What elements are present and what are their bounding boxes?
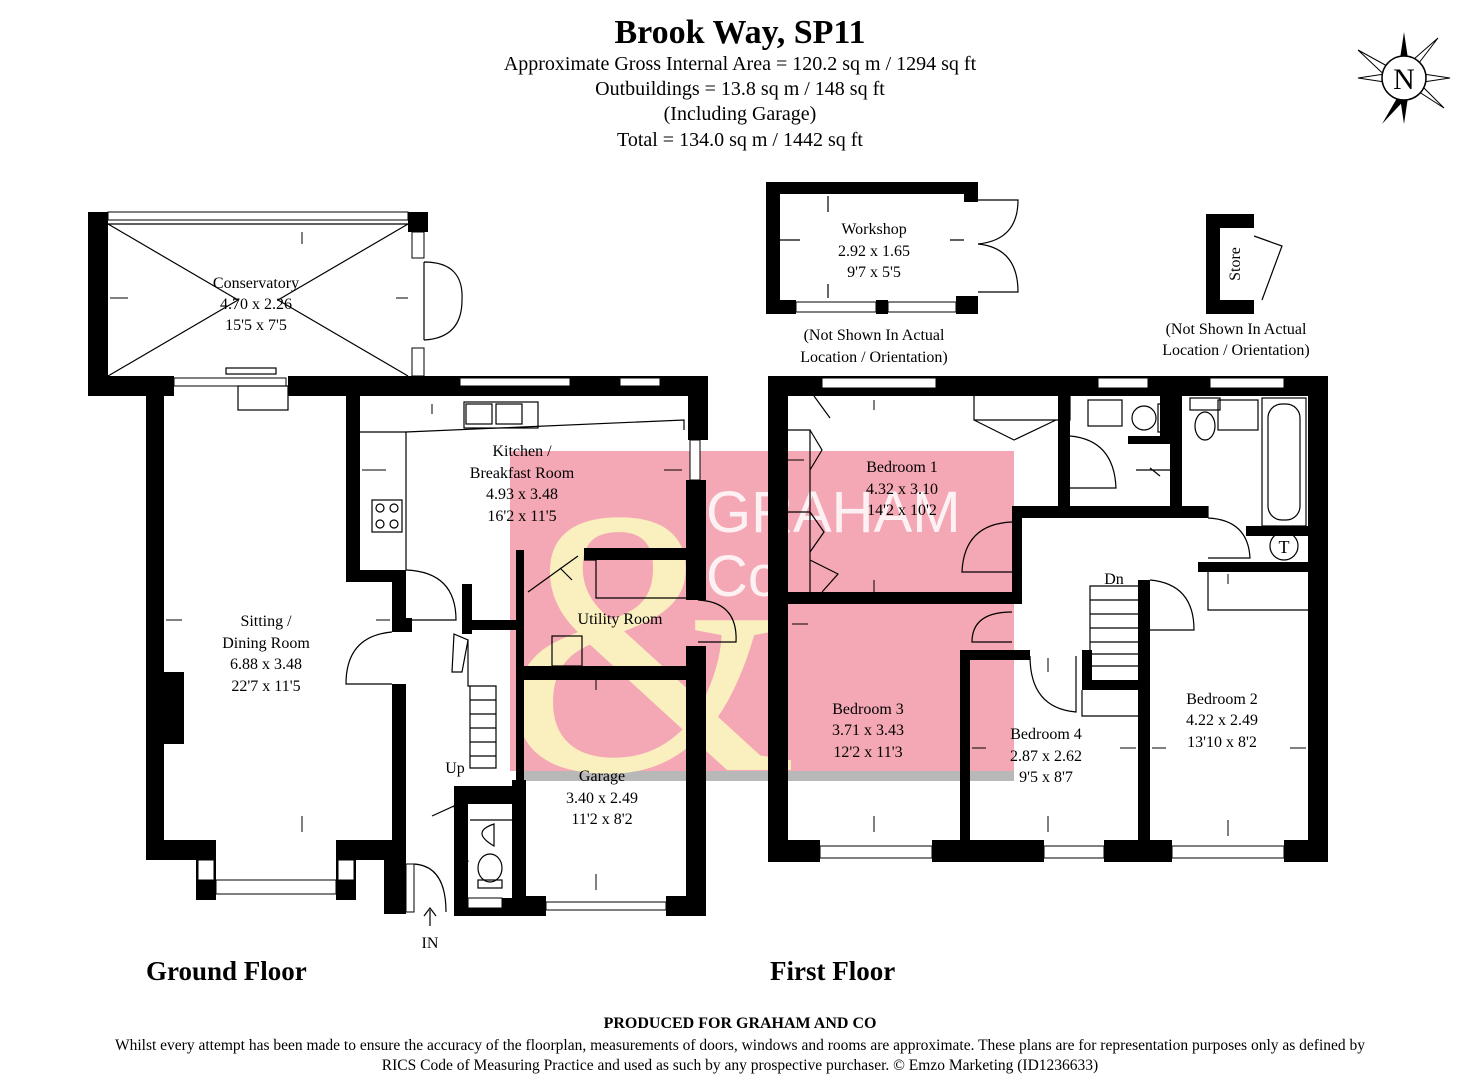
outbuildings-area-line: Outbuildings = 13.8 sq m / 148 sq ft (595, 78, 885, 100)
svg-text:Dining Room: Dining Room (222, 635, 310, 652)
watermark-brand-co: Co (706, 544, 780, 609)
svg-text:3.71 x 3.43: 3.71 x 3.43 (832, 722, 904, 739)
svg-text:Bedroom 2: Bedroom 2 (1186, 691, 1258, 708)
watermark: & GRAHAM Co (502, 432, 1014, 853)
workshop-plan (766, 182, 1019, 314)
dimension-arrows (110, 232, 1306, 890)
stairs-down-label: Dn (1104, 571, 1124, 588)
room-label-bedroom-3: Bedroom 3 3.71 x 3.43 12'2 x 11'3 (832, 701, 904, 761)
first-floor-label: First Floor (770, 956, 896, 986)
svg-text:Utility Room: Utility Room (578, 611, 663, 628)
store-label: Store (1227, 247, 1244, 281)
gross-area-line: Approximate Gross Internal Area = 120.2 … (503, 53, 977, 75)
compass-icon: N (1357, 32, 1451, 124)
garage-note-line: (Including Garage) (663, 103, 817, 125)
svg-text:15'5 x 7'5: 15'5 x 7'5 (225, 317, 287, 334)
room-label-garage: Garage 3.40 x 2.49 11'2 x 8'2 (566, 768, 638, 828)
svg-text:(Not Shown In Actual: (Not Shown In Actual (804, 327, 945, 344)
plan-title: Brook Way, SP11 (614, 14, 866, 51)
entrance-label: IN (422, 935, 439, 952)
svg-text:Breakfast Room: Breakfast Room (470, 465, 575, 482)
svg-text:4.93 x 3.48: 4.93 x 3.48 (486, 486, 558, 503)
ground-floor-label: Ground Floor (146, 956, 307, 986)
svg-text:13'10 x 8'2: 13'10 x 8'2 (1187, 734, 1257, 751)
svg-text:Bedroom 1: Bedroom 1 (866, 459, 938, 476)
room-label-bedroom-1: Bedroom 1 4.32 x 3.10 14'2 x 10'2 (866, 459, 938, 519)
svg-text:9'5 x 8'7: 9'5 x 8'7 (1019, 769, 1073, 786)
tank-label: T (1279, 537, 1290, 557)
svg-text:(Not Shown In Actual: (Not Shown In Actual (1166, 321, 1307, 338)
svg-text:11'2 x 8'2: 11'2 x 8'2 (571, 811, 632, 828)
room-label-bedroom-4: Bedroom 4 2.87 x 2.62 9'5 x 8'7 (1010, 726, 1082, 786)
room-label-sitting-dining: Sitting / Dining Room 6.88 x 3.48 22'7 x… (222, 613, 310, 695)
svg-text:14'2 x 10'2: 14'2 x 10'2 (867, 502, 937, 519)
room-label-workshop: Workshop 2.92 x 1.65 9'7 x 5'5 (838, 221, 910, 281)
svg-text:4.70 x 2.26: 4.70 x 2.26 (220, 296, 292, 313)
svg-text:2.92 x 1.65: 2.92 x 1.65 (838, 243, 910, 260)
svg-text:16'2 x 11'5: 16'2 x 11'5 (487, 508, 556, 525)
room-label-bedroom-2: Bedroom 2 4.22 x 2.49 13'10 x 8'2 (1186, 691, 1258, 751)
svg-text:Location / Orientation): Location / Orientation) (1162, 342, 1310, 359)
svg-text:22'7 x 11'5: 22'7 x 11'5 (231, 678, 300, 695)
svg-text:Garage: Garage (579, 768, 625, 785)
room-label-conservatory: Conservatory 4.70 x 2.26 15'5 x 7'5 (213, 275, 299, 334)
store-plan: Store (1206, 214, 1283, 314)
svg-text:Kitchen /: Kitchen / (492, 443, 552, 460)
room-label-utility: Utility Room (578, 611, 663, 628)
ground-floor-plan (88, 211, 737, 926)
footer-disclaimer: Whilst every attempt has been made to en… (114, 1037, 1366, 1074)
svg-text:Conservatory: Conservatory (213, 275, 299, 292)
first-floor-plan: T (768, 376, 1328, 862)
svg-text:12'2 x 11'3: 12'2 x 11'3 (833, 744, 902, 761)
workshop-note: (Not Shown In Actual Location / Orientat… (800, 327, 948, 366)
store-note: (Not Shown In Actual Location / Orientat… (1162, 321, 1310, 359)
svg-text:3.40 x 2.49: 3.40 x 2.49 (566, 790, 638, 807)
svg-text:9'7 x 5'5: 9'7 x 5'5 (847, 264, 901, 281)
svg-text:Sitting /: Sitting / (240, 613, 292, 630)
compass-north-label: N (1393, 63, 1415, 96)
footer-title: PRODUCED FOR GRAHAM AND CO (603, 1015, 877, 1032)
svg-text:Location / Orientation): Location / Orientation) (800, 349, 948, 366)
svg-text:Bedroom 4: Bedroom 4 (1010, 726, 1082, 743)
svg-text:6.88 x 3.48: 6.88 x 3.48 (230, 656, 302, 673)
stairs-up-label: Up (445, 760, 465, 777)
total-area-line: Total = 134.0 sq m / 1442 sq ft (617, 129, 863, 151)
svg-text:Bedroom 3: Bedroom 3 (832, 701, 904, 718)
svg-text:4.22 x 2.49: 4.22 x 2.49 (1186, 712, 1258, 729)
svg-text:4.32 x 3.10: 4.32 x 3.10 (866, 481, 938, 498)
svg-text:2.87 x 2.62: 2.87 x 2.62 (1010, 748, 1082, 765)
room-label-kitchen: Kitchen / Breakfast Room 4.93 x 3.48 16'… (470, 443, 575, 525)
watermark-brand: GRAHAM (706, 480, 961, 545)
svg-text:Workshop: Workshop (841, 221, 906, 238)
